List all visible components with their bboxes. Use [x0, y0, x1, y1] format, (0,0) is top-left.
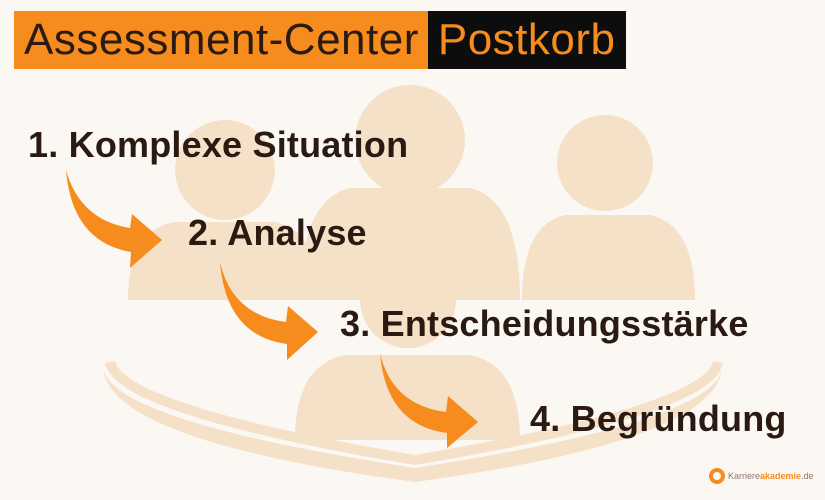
- brand-highlight: akademie: [760, 471, 802, 481]
- title-secondary: Postkorb: [427, 11, 626, 69]
- arrow-icon: [220, 262, 318, 360]
- brand-prefix: Karriere: [728, 471, 761, 481]
- arrow-icon: [380, 353, 478, 448]
- step-1-label: 1. Komplexe Situation: [28, 124, 409, 165]
- step-3-label: 3. Entscheidungsstärke: [340, 303, 749, 344]
- title-bar: Assessment-Center Postkorb: [14, 11, 626, 69]
- brand-logo-icon: [709, 468, 725, 484]
- brand-suffix: .de: [801, 471, 814, 481]
- step-2-label: 2. Analyse: [188, 212, 367, 253]
- arrow-icon: [66, 170, 162, 268]
- title-primary: Assessment-Center: [14, 11, 428, 69]
- step-4-label: 4. Begründung: [530, 398, 787, 439]
- brand-watermark: Karriereakademie.de: [709, 468, 814, 484]
